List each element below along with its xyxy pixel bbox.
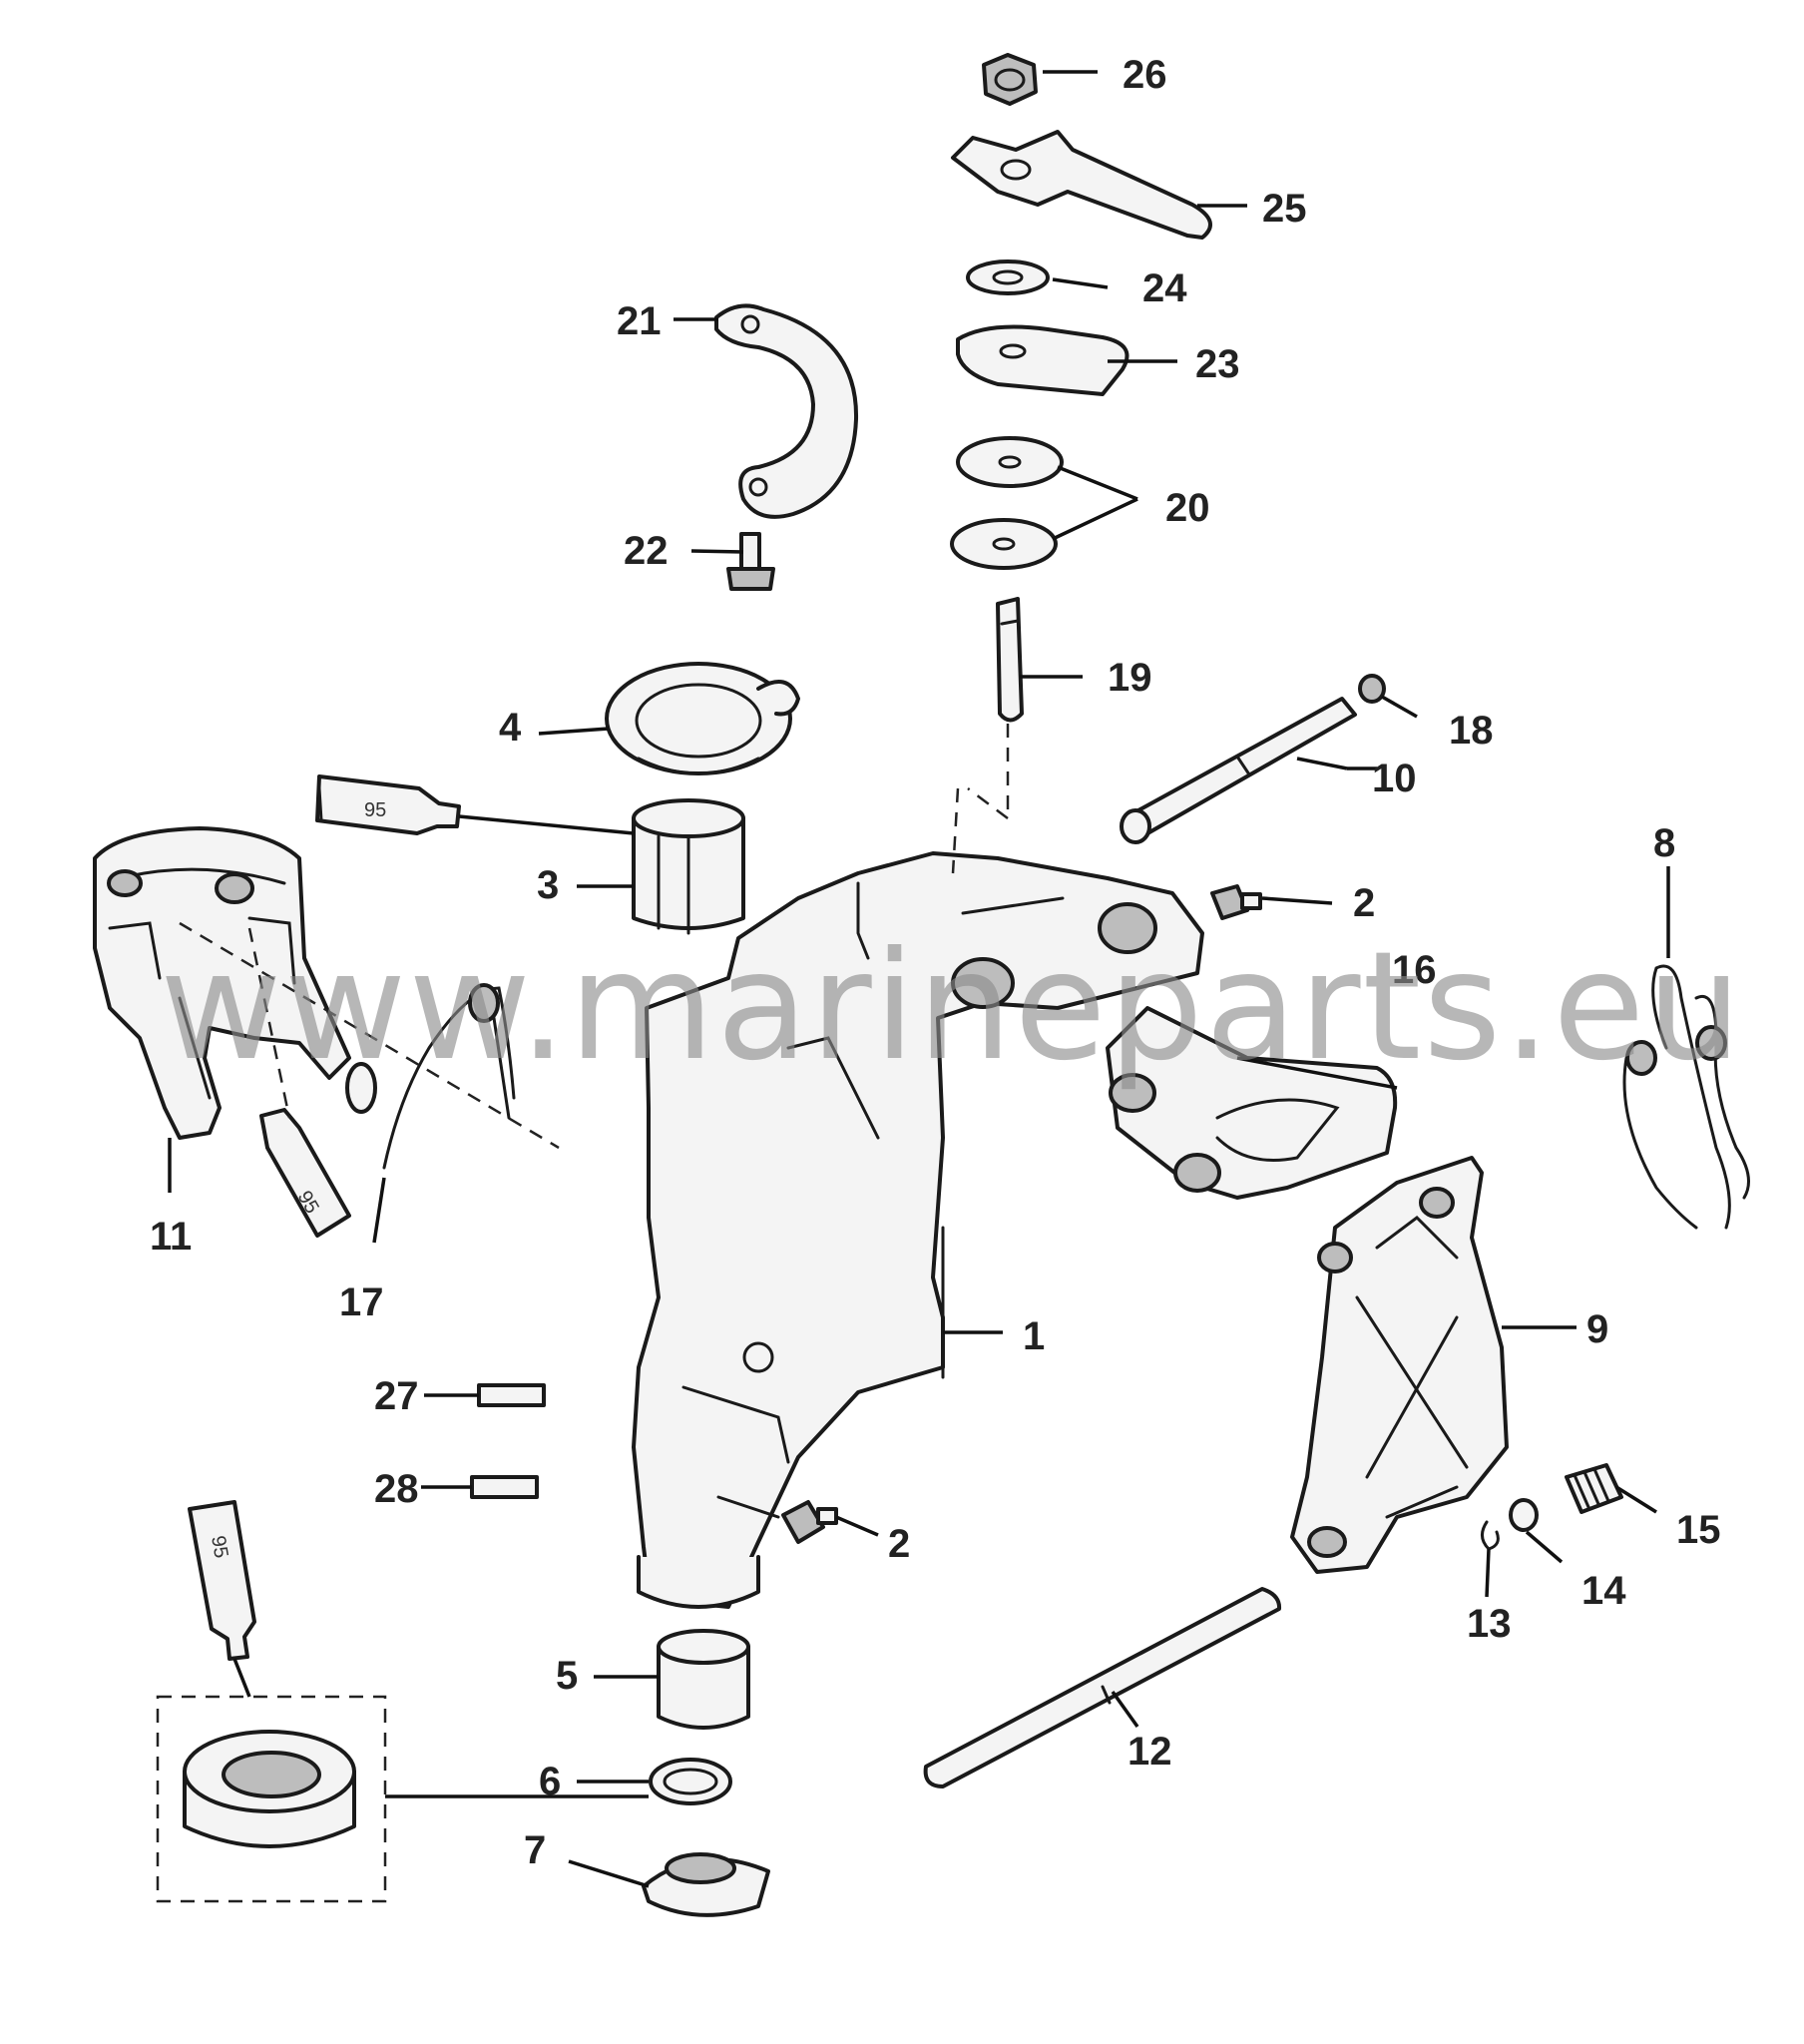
sealant-tube-left: 95 (259, 1108, 351, 1238)
part-coil-spring (1565, 1463, 1623, 1514)
callout-8: 8 (1653, 821, 1675, 865)
detail-box (156, 1695, 387, 1903)
callout-19: 19 (1108, 656, 1152, 700)
sealant-tube-upper: 95 (315, 774, 461, 835)
part-swivel-clamp (93, 826, 351, 1140)
callout-20: 20 (1165, 486, 1210, 530)
part-friction-plate (956, 324, 1129, 396)
tube-label-upper: 95 (364, 799, 386, 821)
tube-label-lower: 95 (207, 1534, 232, 1560)
part-spring (1622, 964, 1750, 1230)
part-small-nut (1358, 674, 1386, 704)
callout-16: 16 (1392, 948, 1437, 992)
part-flange-ring (605, 662, 800, 775)
part-washer-pair (950, 436, 1064, 570)
callout-23: 23 (1195, 342, 1240, 386)
part-rect-27 (477, 1383, 546, 1407)
callouts: 1 2 2 3 4 5 6 7 8 9 10 11 12 13 14 15 16… (150, 53, 1721, 1872)
callout-2b: 2 (888, 1522, 910, 1566)
part-tiller-arm (951, 130, 1212, 240)
callout-26: 26 (1123, 53, 1167, 97)
leader-lines (168, 70, 1670, 1888)
callout-7: 7 (524, 1828, 546, 1872)
callout-2a: 2 (1353, 881, 1375, 925)
part-screw (726, 532, 775, 591)
part-pin (996, 597, 1024, 723)
callout-4: 4 (499, 706, 522, 750)
part-washer-small (966, 259, 1050, 295)
part-bushing-lower (657, 1629, 750, 1730)
part-bushing-upper (632, 798, 745, 935)
part-rect-28 (470, 1475, 539, 1499)
part-retainer-bracket (714, 303, 859, 519)
callout-14: 14 (1581, 1569, 1626, 1613)
callout-9: 9 (1586, 1307, 1608, 1351)
watermark: www.marineparts.eu (160, 920, 1744, 1094)
part-swivel-bracket (632, 851, 1204, 1609)
callout-3: 3 (537, 863, 559, 907)
part-lock-washer (1509, 1498, 1539, 1532)
part-transom-bracket (1290, 1156, 1509, 1574)
callout-12: 12 (1128, 1730, 1172, 1774)
part-lower-retainer (642, 1852, 770, 1917)
part-tilt-tube (923, 1587, 1282, 1788)
part-lock-nut (982, 53, 1038, 106)
part-grease-fitting-upper (1210, 884, 1262, 920)
callout-22: 22 (624, 529, 669, 573)
callout-5: 5 (556, 1654, 578, 1698)
part-ground-wire (345, 983, 516, 1170)
sealant-tube-lower: 95 (188, 1500, 256, 1661)
part-tilt-lock-lever (1106, 1006, 1398, 1200)
callout-25: 25 (1262, 187, 1307, 231)
callout-6: 6 (539, 1760, 561, 1803)
part-grease-fitting-lower (781, 1500, 838, 1544)
callout-17: 17 (339, 1280, 384, 1324)
callout-27: 27 (374, 1374, 419, 1418)
part-seal-ring (649, 1758, 732, 1805)
callout-28: 28 (374, 1467, 419, 1511)
callout-15: 15 (1676, 1508, 1721, 1552)
part-pivot-shaft (1120, 697, 1357, 844)
callout-21: 21 (617, 299, 662, 343)
callout-13: 13 (1467, 1602, 1512, 1646)
callout-11: 11 (150, 1215, 192, 1259)
callout-10: 10 (1372, 757, 1417, 800)
callout-1: 1 (1023, 1314, 1045, 1358)
part-clip (1481, 1520, 1500, 1551)
callout-18: 18 (1449, 709, 1494, 753)
callout-24: 24 (1142, 266, 1187, 310)
